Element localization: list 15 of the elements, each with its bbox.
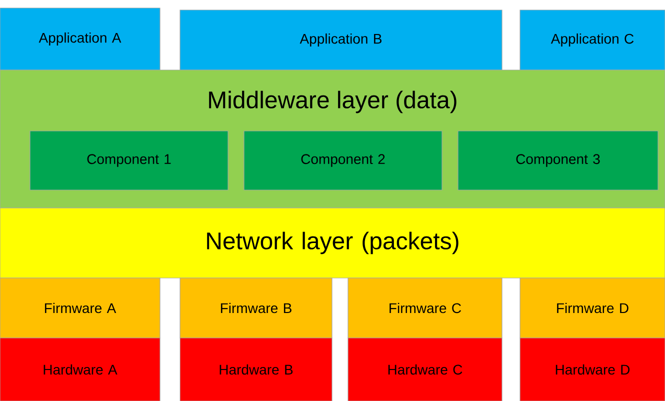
component-box: Component 2 <box>244 130 442 190</box>
hardware-box: Hardware D <box>520 338 665 401</box>
component-box: Component 3 <box>458 130 658 190</box>
firmware-box: Firmware D <box>520 278 665 338</box>
firmware-box: Firmware A <box>0 278 160 338</box>
hardware-box: Hardware A <box>0 338 160 401</box>
application-box: Application B <box>180 10 502 70</box>
application-box: Application A <box>0 8 160 70</box>
application-box: Application C <box>520 10 665 70</box>
firmware-box: Firmware C <box>348 278 502 338</box>
firmware-box: Firmware B <box>180 278 332 338</box>
network-layer-band: Network layer (packets) <box>0 208 665 278</box>
hardware-box: Hardware C <box>348 338 502 401</box>
component-box: Component 1 <box>30 130 228 190</box>
hardware-box: Hardware B <box>180 338 332 401</box>
